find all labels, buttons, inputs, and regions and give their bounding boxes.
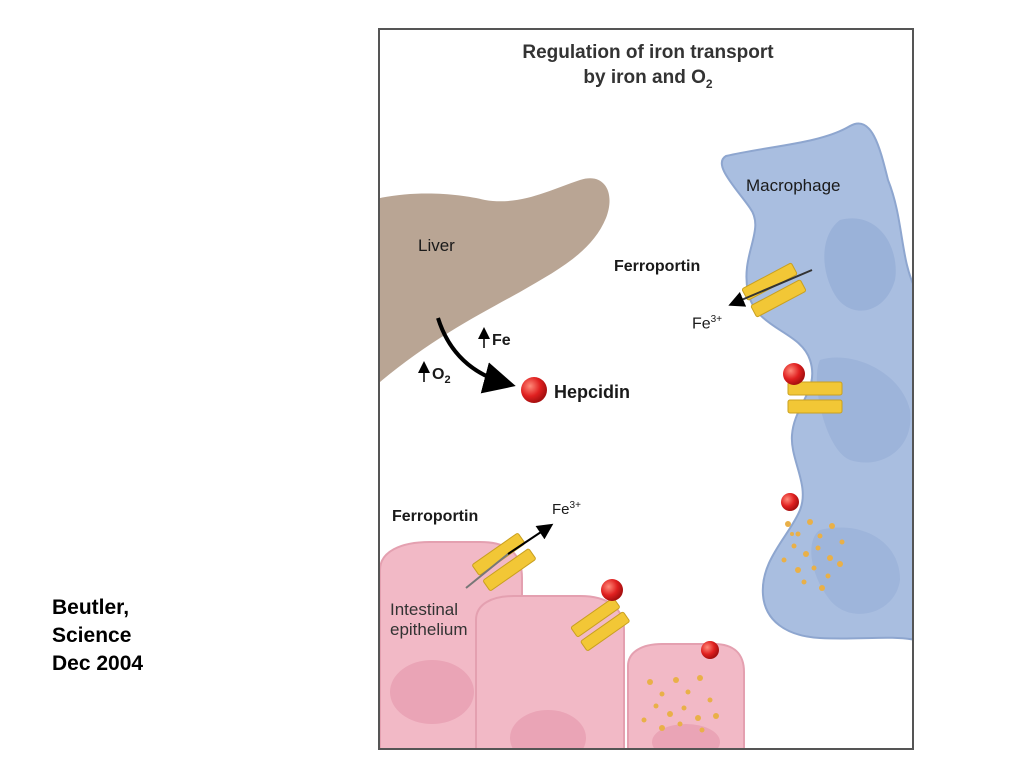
- macrophage-label: Macrophage: [746, 176, 841, 195]
- figure-title: Regulation of iron transport by iron and…: [380, 40, 912, 97]
- liver-label: Liver: [418, 236, 455, 255]
- liver-shape: [380, 178, 610, 382]
- macrophage-nucleus: [824, 218, 896, 311]
- figure-title-line1: Regulation of iron transport: [522, 42, 774, 63]
- intestinal-epithelium-label: Intestinal epithelium: [390, 600, 468, 640]
- fe3-macrophage-label: Fe3+: [692, 314, 722, 333]
- macrophage-lower-shade: [811, 527, 900, 614]
- figure-illustration: [380, 122, 912, 748]
- epithelial-nucleus-1: [390, 660, 474, 724]
- citation-journal: Science: [52, 624, 132, 647]
- ferroportin-macrophage-bound: [787, 381, 843, 414]
- fe3-macrophage-charge: 3+: [710, 314, 723, 325]
- ferroportin-macrophage-label: Ferroportin: [614, 258, 701, 275]
- fe3-intestine-charge: 3+: [569, 500, 581, 511]
- fe-increase-label: Fe: [492, 332, 511, 349]
- hepcidin-bound-intestine-1: [601, 579, 623, 601]
- iron-regulation-figure: Regulation of iron transport by iron and…: [378, 28, 914, 750]
- fe3-macrophage-text: Fe: [692, 315, 711, 333]
- citation-author: Beutler,: [52, 596, 130, 619]
- fe3-intestine-label: Fe3+: [552, 500, 581, 518]
- citation: Beutler, Science Dec 2004: [52, 594, 143, 678]
- o2-increase-label: O2: [432, 366, 451, 386]
- fe3-intestine-text: Fe: [552, 501, 570, 518]
- ferroportin-intestine-line: [465, 553, 509, 589]
- enterocyte-iron-particles: [641, 675, 719, 733]
- o2-increase-text: O: [432, 366, 445, 383]
- hepcidin-bound-intestine-2: [701, 641, 719, 659]
- ferroportin-intestine-arrow: [507, 523, 554, 555]
- macrophage-iron-particles: [781, 519, 845, 591]
- figure-title-line2: by iron and O2: [380, 65, 912, 97]
- figure-title-line2-text: by iron and O: [583, 67, 706, 88]
- hepcidin-molecule: [521, 377, 547, 403]
- liver-to-hepcidin-arrow: [436, 317, 516, 394]
- intestinal-epithelium-line2: epithelium: [390, 620, 468, 639]
- ferroportin-intestine-bound: [570, 597, 630, 651]
- figure-title-subscript: 2: [705, 76, 713, 91]
- o2-increase-subscript: 2: [444, 374, 451, 386]
- epithelial-nucleus-2: [510, 710, 586, 748]
- ferroportin-intestine-label: Ferroportin: [392, 508, 479, 525]
- citation-date: Dec 2004: [52, 652, 144, 675]
- epithelial-cell-2: [475, 595, 625, 748]
- intestinal-epithelium-line1: Intestinal: [390, 600, 459, 619]
- hepcidin-bound-macrophage-2: [781, 493, 799, 511]
- hepcidin-bound-macrophage-1: [783, 363, 805, 385]
- ferroportin-macrophage: [741, 262, 807, 318]
- hepcidin-label: Hepcidin: [554, 382, 631, 402]
- ferroportin-macrophage-arrow: [728, 269, 813, 307]
